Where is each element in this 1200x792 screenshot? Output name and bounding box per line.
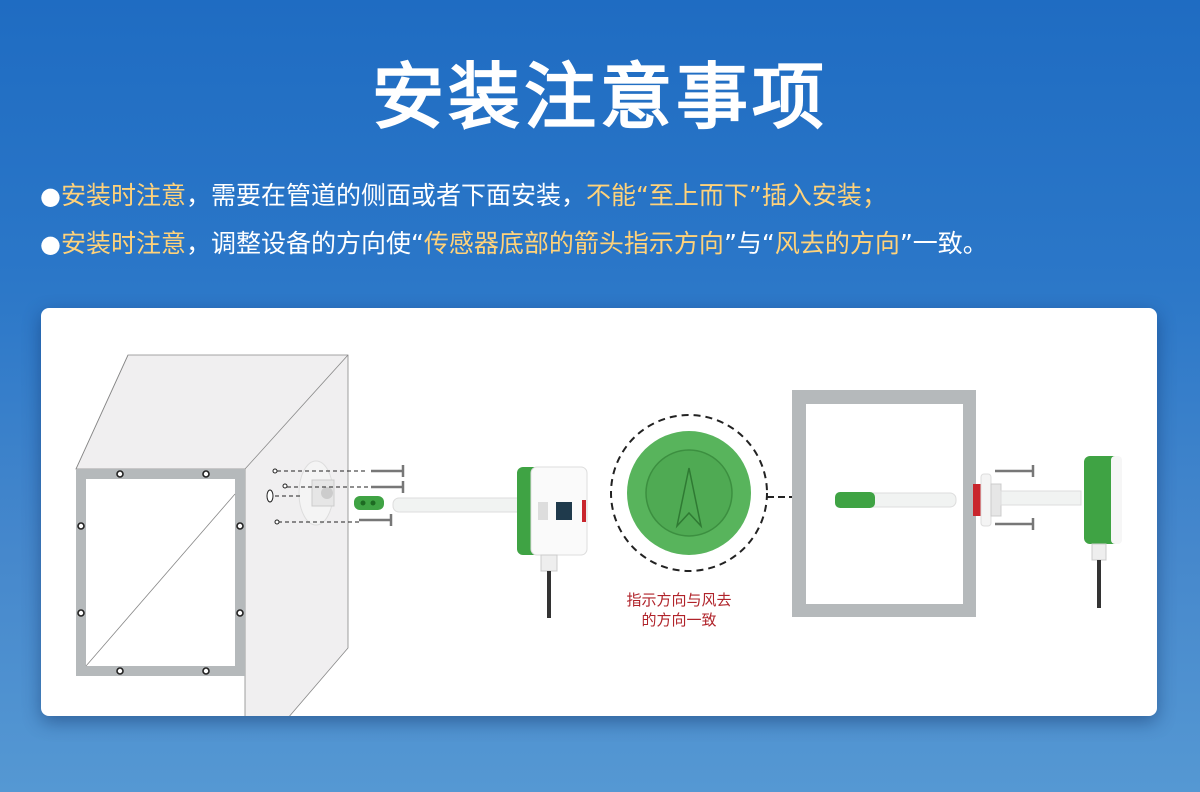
installation-diagram [75,354,1122,716]
note-2-seg-1: 安装时注意 [60,229,186,258]
note-1-seg-3: 不能“至上而下”插入安装； [585,181,887,210]
direction-arrow-icon [675,467,703,529]
duct-cross-section-installed [792,390,1122,617]
note-2-seg-5: 风去的方向 [774,229,900,258]
page-title: 安装注意事项 [371,55,828,139]
note-1-seg-2: ，需要在管道的侧面或者下面安装， [185,181,586,210]
bullet-icon: ● [40,230,61,258]
sensor-probe [354,496,524,513]
bullet-icon: ● [40,182,61,210]
duct-3d-view [75,354,349,716]
diagram-card: 指示方向与风去 的方向一致 [41,308,1157,716]
mounting-flange [266,460,371,526]
note-1-seg-1: 安装时注意 [60,181,186,210]
sensor-bottom-arrow-closeup [610,414,831,572]
note-2-seg-6: ”一致。 [899,229,988,258]
screws [359,465,405,526]
note-1: ●安装时注意，需要在管道的侧面或者下面安装，不能“至上而下”插入安装； [40,172,1180,220]
note-2: ●安装时注意，调整设备的方向使“传感器底部的箭头指示方向”与“风去的方向”一致。 [40,220,1180,268]
note-2-seg-3: 传感器底部的箭头指示方向 [423,229,724,258]
caption-line-1: 指示方向与风去 [626,591,732,609]
caption-line-2: 的方向一致 [641,611,717,629]
direction-caption: 指示方向与风去 的方向一致 [609,590,749,630]
note-2-seg-4: ”与“ [723,229,775,258]
note-2-seg-2: ，调整设备的方向使“ [185,229,424,258]
transmitter-housing [517,466,588,618]
installation-notes: ●安装时注意，需要在管道的侧面或者下面安装，不能“至上而下”插入安装； ●安装时… [40,172,1180,268]
